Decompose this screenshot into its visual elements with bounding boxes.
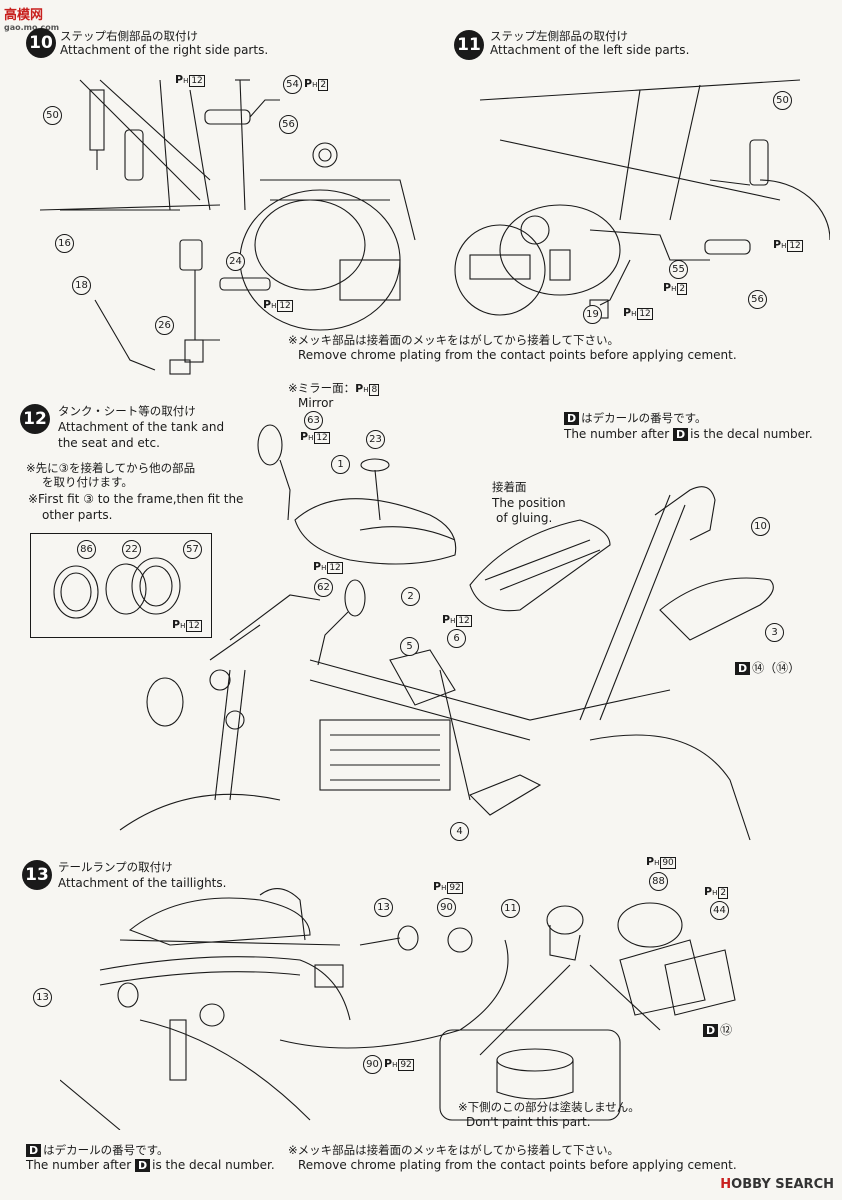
part-1-callout: 1 — [331, 455, 350, 474]
step-12-title-jp: タンク・シート等の取付け — [58, 404, 196, 418]
part-11-callout: 11 — [501, 899, 520, 918]
site-logo: 高模网 gao.mo.com — [4, 8, 60, 32]
part-88-callout: 88 — [649, 872, 668, 891]
paint-note-en: Don't paint this part. — [466, 1115, 591, 1129]
part-56-callout: 56 — [279, 115, 298, 134]
step-12-note-jp-1: ※先に③を接着してから他の部品 — [26, 461, 196, 475]
part-90-callout: 90 — [437, 898, 456, 917]
part-3-callout: 3 — [765, 623, 784, 642]
mirror-label: Mirror — [298, 396, 334, 410]
paint-note-jp: ※下側のこの部分は塗装しません。 — [458, 1100, 640, 1114]
part-63-callout: 63 — [304, 411, 323, 430]
part-5-callout: 5 — [400, 637, 419, 656]
step-11-title-jp: ステップ左側部品の取付け — [490, 29, 628, 43]
step-12-title-en-1: Attachment of the tank and — [58, 420, 225, 434]
part-56-callout: 56 — [748, 290, 767, 309]
step-12-drawing — [119, 424, 774, 841]
chrome-note-2-jp: ※メッキ部品は接着面のメッキをはがしてから接着して下さい。 — [288, 1143, 619, 1157]
gluing-en-1: The position — [492, 496, 566, 510]
step-12-note-jp-2: を取り付けます。 — [42, 475, 133, 489]
hobby-search-watermark: HOBBY SEARCH — [720, 1177, 834, 1192]
part-10-callout: 10 — [751, 517, 770, 536]
part-26-callout: 26 — [155, 316, 174, 335]
gluing-jp: 接着面 — [492, 480, 527, 494]
part-18-callout: 18 — [72, 276, 91, 295]
headlight-inset-drawing — [53, 557, 181, 619]
part-24-callout: 24 — [226, 252, 245, 271]
step-10-drawing — [39, 79, 416, 375]
chrome-note-2-en: Remove chrome plating from the contact p… — [298, 1158, 737, 1172]
step-12-number: 12 — [20, 404, 50, 434]
part-55-callout: 55 — [669, 260, 688, 279]
step-10-title-jp: ステップ右側部品の取付け — [60, 29, 198, 43]
step-12-note-en-2: other parts. — [42, 508, 113, 522]
step-13-title-jp: テールランプの取付け — [58, 860, 173, 874]
part-19-callout: 19 — [583, 305, 602, 324]
part-22-callout: 22 — [122, 540, 141, 559]
step-13-drawing — [60, 888, 736, 1130]
chrome-note-1-en: Remove chrome plating from the contact p… — [298, 348, 737, 362]
part-50-callout: 50 — [43, 106, 62, 125]
step-10-title-en: Attachment of the right side parts. — [60, 43, 269, 57]
gluing-en-2: of gluing. — [496, 511, 553, 525]
step-12-note-en-1: ※First fit ③ to the frame,then fit the — [28, 492, 244, 506]
part-16-callout: 16 — [55, 234, 74, 253]
part-13-callout: 13 — [33, 988, 52, 1007]
part-23-callout: 23 — [366, 430, 385, 449]
headlight-inset — [30, 533, 212, 638]
part-62-callout: 62 — [314, 578, 333, 597]
part-50-callout: 50 — [773, 91, 792, 110]
part-54-callout: 54 — [283, 75, 302, 94]
step-10-number: 10 — [26, 28, 56, 58]
step-11-number: 11 — [454, 30, 484, 60]
step-11-drawing — [454, 79, 830, 319]
part-86-callout: 86 — [77, 540, 96, 559]
part-4-callout: 4 — [450, 822, 469, 841]
part-90-callout: 90 — [363, 1055, 382, 1074]
step-13-title-en: Attachment of the taillights. — [58, 876, 227, 890]
chrome-note-1-jp: ※メッキ部品は接着面のメッキをはがしてから接着して下さい。 — [288, 333, 619, 347]
part-57-callout: 57 — [183, 540, 202, 559]
step-13-number: 13 — [22, 860, 52, 890]
part-44-callout: 44 — [710, 901, 729, 920]
part-6-callout: 6 — [447, 629, 466, 648]
step-12-title-en-2: the seat and etc. — [58, 436, 160, 450]
step-11-title-en: Attachment of the left side parts. — [490, 43, 690, 57]
part-2-callout: 2 — [401, 587, 420, 606]
part-13-callout: 13 — [374, 898, 393, 917]
